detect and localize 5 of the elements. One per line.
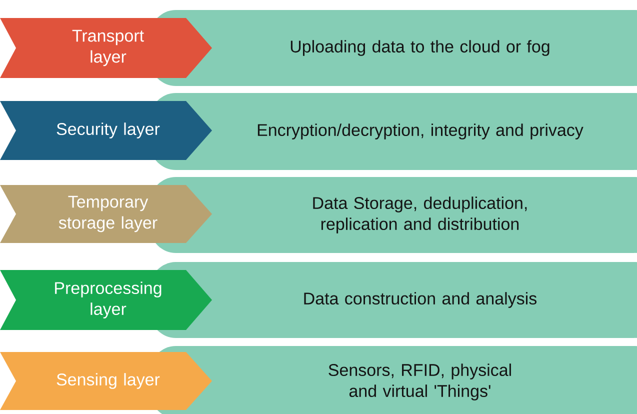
chevron-label: Temporary storage layer xyxy=(0,185,212,243)
chevron-label: Security layer xyxy=(0,101,212,160)
chevron-label: Transport layer xyxy=(0,18,212,78)
chevron-label: Sensing layer xyxy=(0,352,212,410)
chevron-label: Preprocessing layer xyxy=(0,270,212,330)
